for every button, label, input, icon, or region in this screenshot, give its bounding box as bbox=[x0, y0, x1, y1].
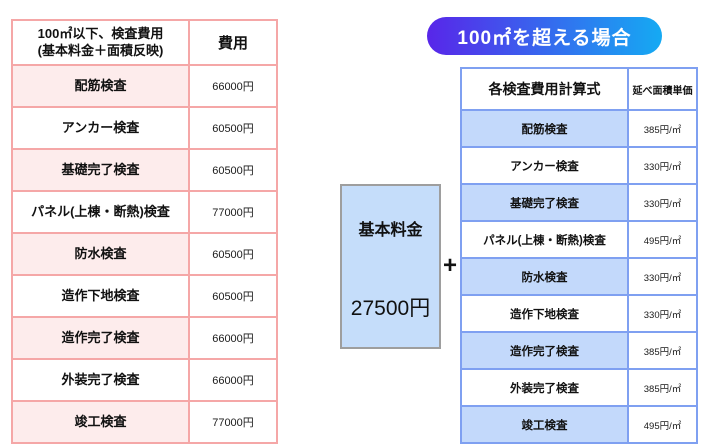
table-row: 竣工検査 77000円 bbox=[13, 400, 276, 442]
unit-price: 385円/㎡ bbox=[627, 111, 696, 146]
table-row: 造作下地検査 60500円 bbox=[13, 274, 276, 316]
table-row: 外装完了検査 66000円 bbox=[13, 358, 276, 400]
table-row: 外装完了検査 385円/㎡ bbox=[462, 368, 696, 405]
unit-price: 495円/㎡ bbox=[627, 407, 696, 442]
inspection-fee: 66000円 bbox=[188, 360, 276, 400]
over-100sqm-badge: 100㎡を超える場合 bbox=[427, 17, 662, 55]
unit-price-column-header: 延べ面積単価 bbox=[627, 69, 696, 109]
table-header-row: 各検査費用計算式 延べ面積単価 bbox=[462, 69, 696, 109]
table-row: パネル(上棟・断熱)検査 495円/㎡ bbox=[462, 220, 696, 257]
table-header-row: 100㎡以下、検査費用 (基本料金＋面積反映) 費用 bbox=[13, 21, 276, 64]
inspection-label: 配筋検査 bbox=[13, 66, 188, 106]
inspection-label: パネル(上棟・断熱)検査 bbox=[483, 234, 606, 247]
base-fee-amount: 27500円 bbox=[350, 297, 431, 320]
unit-price: 330円/㎡ bbox=[627, 185, 696, 220]
inspection-label: パネル(上棟・断熱)検査 bbox=[31, 203, 170, 219]
inspection-label: 外装完了検査 bbox=[61, 371, 140, 387]
table-row: 造作完了検査 385円/㎡ bbox=[462, 331, 696, 368]
inspection-fee: 77000円 bbox=[188, 192, 276, 232]
inspection-fee: 60500円 bbox=[188, 150, 276, 190]
plus-operator: + bbox=[442, 252, 457, 279]
inspection-label: 造作完了検査 bbox=[13, 318, 188, 358]
inspection-label: 防水検査 bbox=[13, 234, 188, 274]
fee-table-title-line1: 100㎡以下、検査費用 bbox=[37, 25, 164, 41]
inspection-label: 竣工検査 bbox=[13, 402, 188, 442]
table-row: アンカー検査 330円/㎡ bbox=[462, 146, 696, 183]
table-row: 防水検査 60500円 bbox=[13, 232, 276, 274]
table-row: 造作下地検査 330円/㎡ bbox=[462, 294, 696, 331]
inspection-label: アンカー検査 bbox=[510, 160, 579, 173]
inspection-label: アンカー検査 bbox=[61, 119, 140, 135]
base-fee-title: 基本料金 bbox=[358, 222, 423, 239]
table-row: 基礎完了検査 330円/㎡ bbox=[462, 183, 696, 220]
table-row: 基礎完了検査 60500円 bbox=[13, 148, 276, 190]
table-row: 配筋検査 66000円 bbox=[13, 64, 276, 106]
unit-price: 495円/㎡ bbox=[627, 222, 696, 257]
inspection-label: 外装完了検査 bbox=[510, 382, 579, 395]
inspection-label: 配筋検査 bbox=[462, 111, 627, 146]
inspection-label: 防水検査 bbox=[462, 259, 627, 294]
fee-column-header: 費用 bbox=[188, 21, 276, 64]
base-fee-box: 基本料金 27500円 bbox=[340, 184, 441, 349]
inspection-fee: 66000円 bbox=[188, 66, 276, 106]
fee-table-title: 100㎡以下、検査費用 (基本料金＋面積反映) bbox=[13, 21, 188, 64]
unit-price: 330円/㎡ bbox=[627, 148, 696, 183]
inspection-fee: 77000円 bbox=[188, 402, 276, 442]
inspection-fee: 60500円 bbox=[188, 276, 276, 316]
fee-table-under-100sqm: 100㎡以下、検査費用 (基本料金＋面積反映) 費用 配筋検査 66000円 ア… bbox=[11, 19, 278, 444]
unit-price: 385円/㎡ bbox=[627, 333, 696, 368]
table-row: 造作完了検査 66000円 bbox=[13, 316, 276, 358]
inspection-label: 造作完了検査 bbox=[462, 333, 627, 368]
inspection-label: 造作下地検査 bbox=[61, 287, 140, 303]
table-row: 配筋検査 385円/㎡ bbox=[462, 109, 696, 146]
table-row: 竣工検査 495円/㎡ bbox=[462, 405, 696, 442]
fee-table-title-line2: (基本料金＋面積反映) bbox=[37, 42, 164, 58]
inspection-fee: 66000円 bbox=[188, 318, 276, 358]
unit-price-table-over-100sqm: 各検査費用計算式 延べ面積単価 配筋検査 385円/㎡ アンカー検査 330円/… bbox=[460, 67, 698, 444]
inspection-label: 基礎完了検査 bbox=[462, 185, 627, 220]
inspection-label: 基礎完了検査 bbox=[13, 150, 188, 190]
inspection-fee: 60500円 bbox=[188, 108, 276, 148]
inspection-label: 竣工検査 bbox=[462, 407, 627, 442]
table-row: 防水検査 330円/㎡ bbox=[462, 257, 696, 294]
unit-price-table-title: 各検査費用計算式 bbox=[488, 81, 601, 97]
table-row: パネル(上棟・断熱)検査 77000円 bbox=[13, 190, 276, 232]
inspection-fee: 60500円 bbox=[188, 234, 276, 274]
unit-price: 330円/㎡ bbox=[627, 296, 696, 331]
unit-price: 330円/㎡ bbox=[627, 259, 696, 294]
inspection-label: 造作下地検査 bbox=[510, 308, 579, 321]
unit-price: 385円/㎡ bbox=[627, 370, 696, 405]
table-row: アンカー検査 60500円 bbox=[13, 106, 276, 148]
